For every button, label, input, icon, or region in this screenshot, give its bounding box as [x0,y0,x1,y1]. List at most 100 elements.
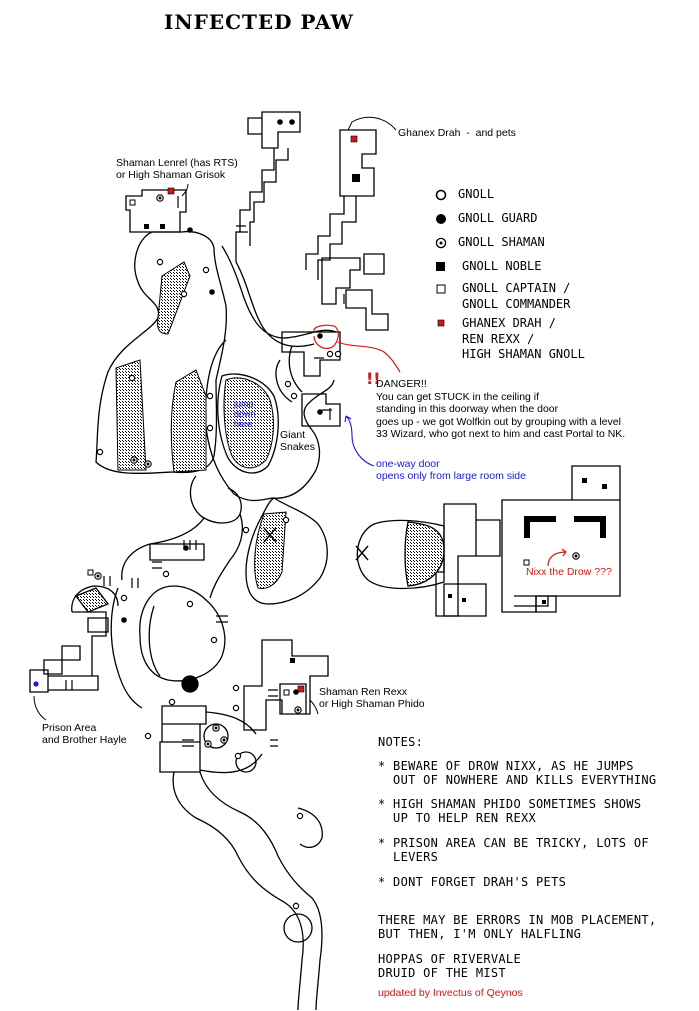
gnoll-marker [290,392,298,400]
room-lenrel [125,189,187,233]
legend-gnoll-icon [435,189,447,201]
gnoll-marker [180,290,188,298]
gnoll-marker [232,704,240,712]
prison-cells [43,617,109,675]
gnoll-marker [210,636,218,644]
legend-noble-icon [436,262,445,271]
legend-guard-icon [436,214,446,224]
cave-trunk [221,245,337,348]
room-danger [281,331,341,377]
x-mark [355,545,369,561]
note-item-3: * PRISON AREA CAN BE TRICKY, LOTS OF LEV… [378,836,649,864]
danger-arrow [337,341,401,373]
wall-east-1 [524,516,556,538]
gnoll-marker [284,380,292,388]
room-round-small [235,751,257,773]
gnoll-guard-marker [183,545,189,551]
label-lenrel: Shaman Lenrel (has RTS) or High Shaman G… [116,157,238,182]
legend-shaman-label: GNOLL SHAMAN [458,235,545,249]
gnoll-marker [282,516,290,524]
corridor-danger [275,345,303,403]
legend-boss-icon [437,319,445,327]
gnoll-noble-marker [448,594,452,598]
gnoll-noble-marker [144,224,149,229]
note-item-1: * BEWARE OF DROW NIXX, AS HE JUMPS OUT O… [378,759,657,787]
gnoll-marker [156,258,164,266]
gnoll-marker [120,594,128,602]
nixx-arrow [547,548,567,567]
gnoll-guard-marker [293,689,299,695]
hatch-west [115,359,147,471]
callout-ghanex [347,116,397,131]
danger-exclaim: !! [366,369,381,388]
gnoll-marker [296,812,304,820]
gnoll-guard-marker [317,333,323,339]
gnoll-noble-marker [602,484,607,489]
legend-symbols [435,189,447,327]
gnoll-marker [242,526,250,534]
gnoll-marker [144,732,152,740]
note-author: HOPPAS OF RIVERVALE DRUID OF THE MIST [378,952,521,980]
label-giant-snakes: Giant Snakes [280,429,316,454]
boss-marker-ghanex [350,135,358,143]
door-ticks [65,196,345,747]
gnoll-guard-marker [121,617,127,623]
prison-blue-marker [33,681,39,687]
callout-prison [33,695,47,721]
gnoll-marker [292,902,300,910]
gnoll-captain-marker [129,199,136,206]
label-prison: Prison Area and Brother Hayle [42,722,127,747]
room-east-large [435,465,621,617]
notes-heading: NOTES: [378,735,424,749]
map-title: INFECTED PAW [164,10,354,34]
gnoll-captain-marker [523,559,530,566]
legend-gnoll-label: GNOLL [458,187,495,201]
room-round [203,723,229,749]
hatch-jump [223,377,274,469]
gnoll-guard-marker [187,227,193,233]
danger-circle [313,324,339,349]
legend-captain-label: GNOLL CAPTAIN / GNOLL COMMANDER [462,281,571,311]
label-ren-rexx: Shaman Ren Rexx or High Shaman Phido [319,686,425,711]
label-jump-down: jump down here [234,399,256,429]
gnoll-marker [162,570,170,578]
label-ghanex: Ghanex Drah - and pets [398,127,516,139]
callout-lenrel [181,183,189,197]
room-east-sw [443,583,557,617]
cave-lower-bulb [139,585,226,682]
corridor-right [199,711,263,774]
gnoll-marker [234,752,242,760]
hatch-northwest [157,261,191,335]
note-errors: THERE MAY BE ERRORS IN MOB PLACEMENT, BU… [378,913,657,941]
label-nixx: Nixx the Drow ??? [526,566,612,578]
room-ghanex [339,129,377,197]
x-mark [263,527,277,543]
gnoll-captain-marker [87,569,94,576]
room-ren-rexx [243,639,329,731]
legend-noble-label: GNOLL NOBLE [462,259,542,273]
note-item-2: * HIGH SHAMAN PHIDO SOMETIMES SHOWS UP T… [378,797,642,825]
room-bottom-a [159,705,207,773]
oneway-arrow [345,415,375,467]
gnoll-marker [128,374,136,382]
corridor-step-left [235,148,289,262]
gnoll-marker [334,350,342,358]
room-prison [29,585,119,693]
gnoll-marker [186,600,194,608]
prison-hatch [74,587,110,613]
note-updated: updated by Invectus of Qeynos [378,987,523,999]
cave-pocket-right [297,807,323,849]
pit-hole [181,675,199,693]
gnoll-marker [326,350,334,358]
corridor-ghanex [305,196,357,280]
gnoll-noble-marker [542,600,546,604]
passage-mid [121,513,244,599]
room-top-left [247,111,301,149]
callout-ren-rexx [309,699,319,715]
legend-boss-label: GHANEX DRAH / REN REXX / HIGH SHAMAN GNO… [462,316,585,362]
gnoll-marker [232,684,240,692]
gnoll-captain-marker [283,689,290,696]
gnoll-noble-marker [352,174,360,182]
cave-east-hatch [404,521,445,587]
